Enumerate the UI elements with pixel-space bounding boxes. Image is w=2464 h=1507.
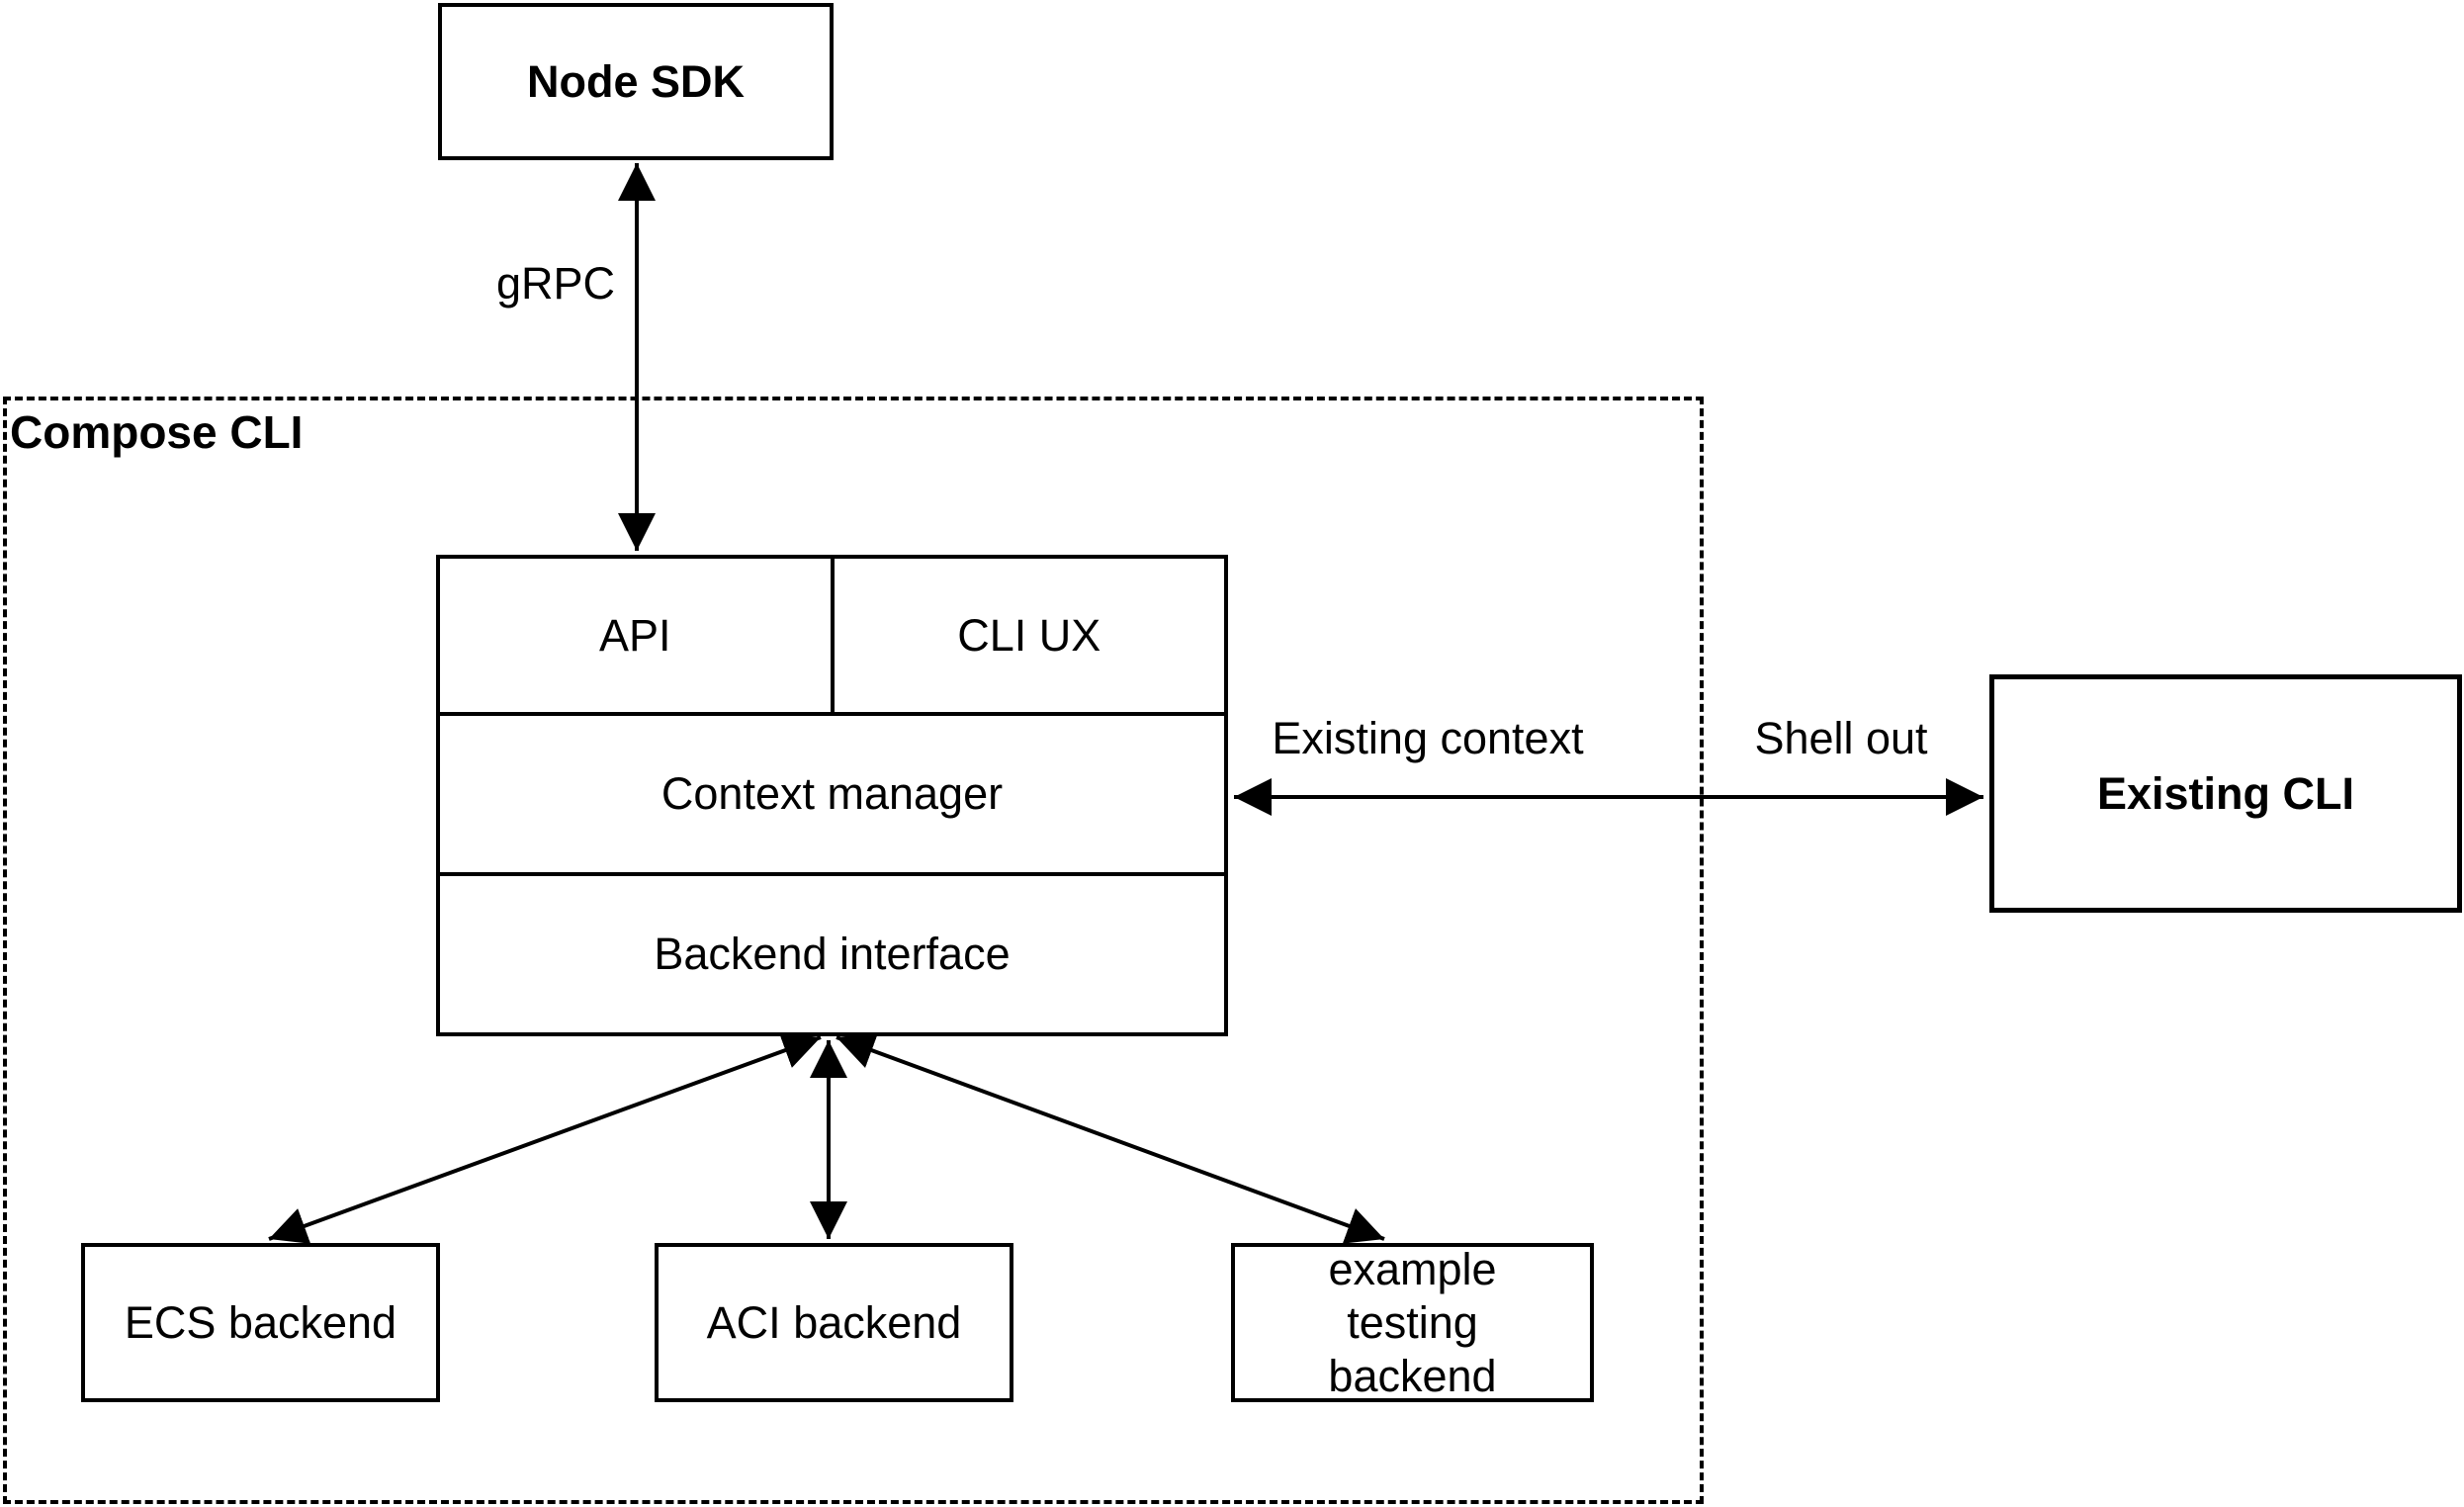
context-manager-box: Context manager	[440, 712, 1224, 872]
aci-backend-box: ACI backend	[655, 1243, 1013, 1402]
context-manager-label: Context manager	[660, 768, 1004, 819]
aci-backend-label: ACI backend	[706, 1296, 962, 1348]
stack-top-row: API CLI UX	[440, 559, 1224, 712]
grpc-edge-label: gRPC	[495, 258, 615, 309]
ecs-backend-box: ECS backend	[81, 1243, 440, 1402]
example-testing-backend-box: example testing backend	[1231, 1243, 1594, 1402]
shell-out-edge-label: Shell out	[1754, 713, 1928, 763]
api-box: API	[440, 559, 835, 712]
backend-interface-box: Backend interface	[440, 872, 1224, 1032]
cli-ux-box: CLI UX	[835, 559, 1225, 712]
compose-cli-group-label: Compose CLI	[10, 406, 304, 458]
node-sdk-box: Node SDK	[438, 3, 834, 160]
compose-cli-group	[3, 397, 1704, 1504]
node-sdk-label: Node SDK	[526, 55, 745, 107]
existing-context-edge-label: Existing context	[1272, 713, 1584, 763]
existing-cli-label: Existing CLI	[2096, 767, 2355, 819]
cli-ux-label: CLI UX	[957, 609, 1101, 661]
backend-interface-label: Backend interface	[654, 929, 1011, 979]
compose-cli-stack: API CLI UX Context manager Backend inter…	[436, 555, 1228, 1036]
example-testing-backend-label: example testing backend	[1328, 1243, 1497, 1401]
ecs-backend-label: ECS backend	[124, 1296, 397, 1348]
api-label: API	[598, 609, 671, 661]
existing-cli-box: Existing CLI	[1989, 674, 2462, 913]
